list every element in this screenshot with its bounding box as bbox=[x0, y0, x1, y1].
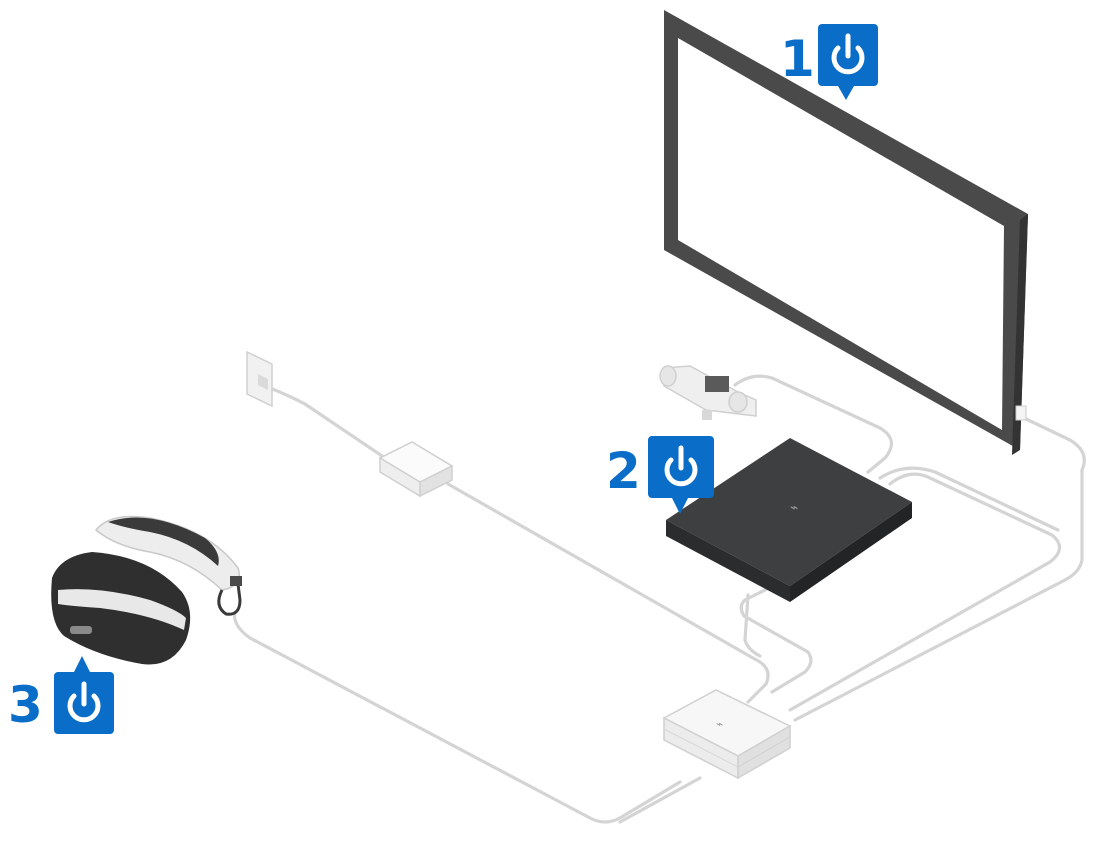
step-1-number: 1 bbox=[780, 30, 815, 88]
step-2-number: 2 bbox=[606, 442, 641, 500]
tv bbox=[664, 10, 1028, 455]
ps4-logo-icon: ⌁ bbox=[790, 500, 798, 516]
step-3-number: 3 bbox=[8, 676, 43, 734]
tv-port bbox=[1015, 405, 1027, 421]
cable-headset-to-processor-b bbox=[618, 776, 702, 824]
step-2-badge: 2 bbox=[606, 436, 714, 514]
tv-side bbox=[1012, 214, 1028, 455]
cable-ps4-front-link bbox=[743, 593, 762, 658]
wall-outlet bbox=[246, 350, 273, 408]
ps4-side bbox=[790, 502, 912, 602]
cable-outlet-to-adapter bbox=[268, 386, 387, 460]
cable-headset-to-processor bbox=[232, 610, 682, 824]
cable-ps4-rear-to-processor-1 bbox=[788, 472, 1062, 712]
cable-camera-to-ps4 bbox=[733, 374, 893, 474]
cable-ps4-to-processor bbox=[739, 583, 813, 694]
step-1-badge: 1 bbox=[780, 24, 878, 100]
step-1-marker bbox=[818, 24, 878, 100]
step-2-marker bbox=[648, 436, 714, 514]
power-icon bbox=[831, 33, 865, 75]
power-icon bbox=[67, 681, 101, 723]
step-3-badge: 3 bbox=[8, 656, 114, 734]
processor-unit: ⌁ bbox=[662, 689, 792, 780]
cable-ps4-rear-to-processor-2 bbox=[878, 466, 1060, 532]
cable-adapter-to-processor bbox=[446, 482, 770, 704]
ac-adapter bbox=[378, 441, 454, 498]
vr-headset bbox=[51, 515, 242, 665]
power-icon bbox=[664, 445, 698, 487]
cables bbox=[232, 374, 1086, 824]
playstation-camera bbox=[659, 365, 757, 420]
processor-logo-icon: ⌁ bbox=[716, 717, 723, 731]
tv-screen bbox=[678, 38, 1004, 430]
ps4-console: ⌁ bbox=[666, 438, 912, 602]
ps4-top bbox=[666, 438, 912, 586]
cable-tv-to-processor bbox=[793, 416, 1086, 722]
ps4-front bbox=[666, 520, 790, 602]
